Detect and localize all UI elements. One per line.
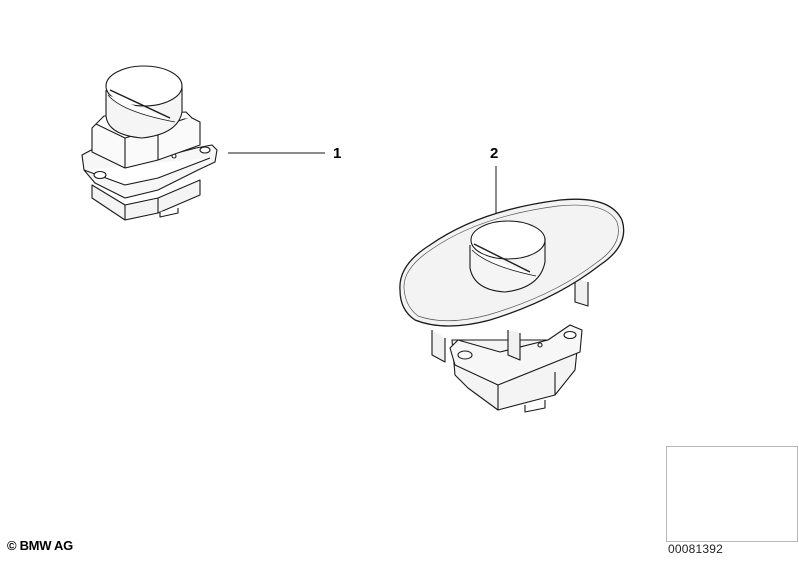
callout-2[interactable]: 2	[490, 145, 499, 162]
part-1-switch[interactable]	[81, 65, 218, 221]
car-location-inset	[666, 446, 798, 542]
copyright-label: © BMW AG	[7, 538, 73, 553]
part-2-switch-with-bezel[interactable]	[399, 198, 625, 413]
callout-1[interactable]: 1	[333, 145, 342, 162]
diagram-id: 00081392	[668, 542, 723, 556]
